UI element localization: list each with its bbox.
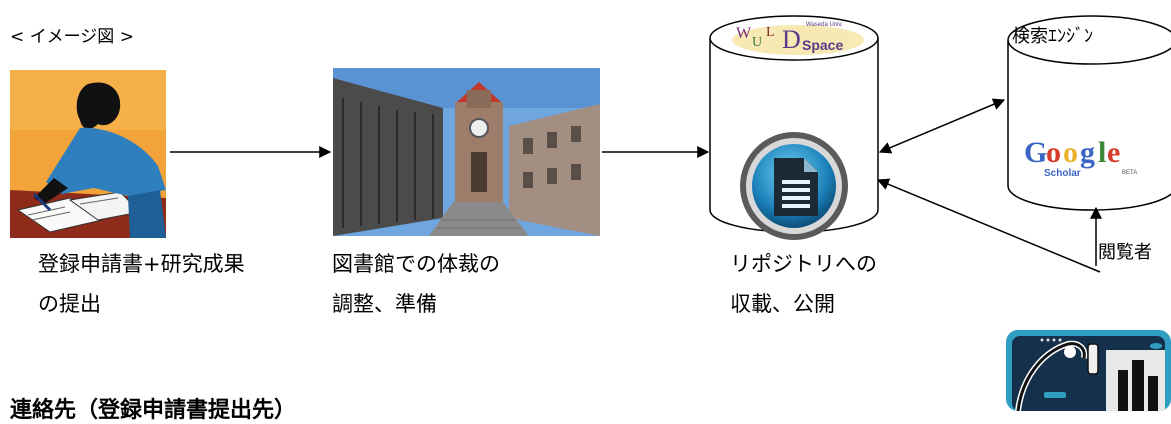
search-engine-cylinder: [1004, 14, 1171, 214]
library-photo: [333, 68, 600, 236]
logo-beta: BETA: [1122, 170, 1137, 176]
step-2-line-2: 調整、準備: [332, 292, 437, 316]
logo-word-space: Space: [802, 37, 843, 53]
step-2-line-1: 図書館での体裁の: [332, 252, 500, 276]
step-1-line-2: の提出: [38, 292, 101, 316]
logo-letter-g2: g: [1080, 136, 1095, 169]
logo-letter-u: U: [752, 35, 762, 50]
arrow-viewer-to-repository: [876, 178, 1101, 273]
applicant-image: [10, 70, 166, 238]
logo-letter-l: l: [1098, 136, 1106, 169]
search-engine-cylinder-shape: [1007, 15, 1171, 211]
step-1-caption: 登録申請書+研究成果 の提出: [38, 244, 245, 324]
step-1-line-1: 登録申請書+研究成果: [38, 252, 245, 276]
dspace-logo: W U L D Space Waseda Univ.: [730, 14, 866, 58]
logo-letter-e: e: [1107, 136, 1120, 169]
logo-letter-g1: G: [1024, 136, 1047, 169]
logo-tagline: Waseda Univ.: [806, 22, 843, 28]
step-2-caption: 図書館での体裁の 調整、準備: [332, 244, 500, 324]
logo-letter-o2: o: [1063, 136, 1078, 169]
logo-scholar: Scholar: [1044, 168, 1081, 179]
applicant-illustration: [10, 70, 166, 238]
viewer-label: 閲覧者: [1098, 242, 1152, 263]
document-icon: [738, 130, 850, 242]
logo-letter-w: W: [736, 25, 752, 42]
arrow-repository-search-engine: [878, 98, 1006, 154]
logo-letter-l: L: [766, 25, 775, 40]
contact-heading: 連絡先（登録申請書提出先）: [10, 398, 297, 423]
step-3-line-2: 収載、公開: [730, 292, 835, 316]
search-engine-label: 検索ｴﾝｼﾞﾝ: [1012, 26, 1093, 47]
step-3-caption: リポジトリへの 収載、公開: [730, 244, 877, 324]
logo-letter-o1: o: [1046, 136, 1061, 169]
viewer-image: [1006, 330, 1171, 411]
dspace-logo-graphic: W U L D Space Waseda Univ.: [732, 22, 864, 55]
header-label: < イメージ図 >: [10, 27, 134, 47]
library-illustration: [333, 68, 600, 236]
google-scholar-logo: G o o g l e Scholar BETA: [1024, 132, 1171, 182]
step-3-line-1: リポジトリへの: [730, 252, 877, 276]
connector-arrows: [170, 98, 1102, 273]
logo-letter-d: D: [782, 25, 801, 54]
